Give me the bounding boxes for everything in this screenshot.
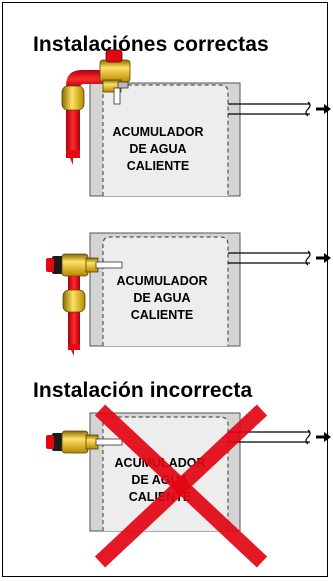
tank-2-label-line2: DE AGUA — [133, 291, 190, 305]
incorrect-cross-icon — [94, 404, 268, 568]
tank-2: ACUMULADOR DE AGUA CALIENTE — [89, 232, 331, 347]
heading-correct: Instalaciónes correctas — [33, 33, 269, 56]
valve-1-upper — [99, 59, 131, 83]
tank-1-label-line3: CALIENTE — [127, 159, 190, 173]
valve-assembly-3 — [46, 430, 123, 454]
tank-2-label-line1: ACUMULADOR — [117, 274, 208, 288]
valve-1-lower — [61, 85, 85, 111]
heading-incorrect: Instalación incorrecta — [33, 379, 253, 402]
valve-assembly-1 — [61, 49, 131, 165]
tank-2-inner — [102, 236, 229, 346]
valve-3-body — [61, 430, 89, 454]
valve-2-body — [61, 253, 89, 277]
tank-1-label-line2: DE AGUA — [129, 142, 186, 156]
tank-1: ACUMULADOR DE AGUA CALIENTE — [89, 82, 331, 197]
valve-assembly-2 — [46, 253, 123, 356]
tank-1-label-line1: ACUMULADOR — [113, 125, 204, 139]
tank-2-label-line3: CALIENTE — [131, 308, 194, 322]
tank-1-inner — [102, 84, 229, 196]
